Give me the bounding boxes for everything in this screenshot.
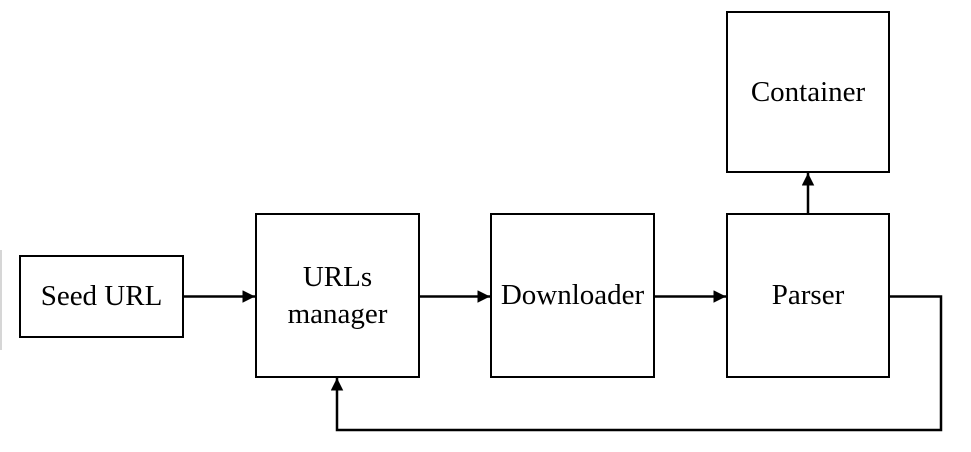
node-container: Container [726,11,890,173]
node-urls-manager: URLs manager [255,213,420,378]
node-parser-label: Parser [771,279,845,312]
node-downloader: Downloader [490,213,655,378]
node-downloader-label: Downloader [500,279,645,312]
edge-parser-to-urlsmanager-feedback [330,295,943,432]
node-seed-url-label: Seed URL [40,280,163,313]
node-parser: Parser [726,213,890,378]
node-seed-url: Seed URL [19,255,184,338]
scan-artifact-line [0,250,2,350]
node-urls-manager-label: URLs manager [287,260,388,330]
node-container-label: Container [750,75,866,108]
